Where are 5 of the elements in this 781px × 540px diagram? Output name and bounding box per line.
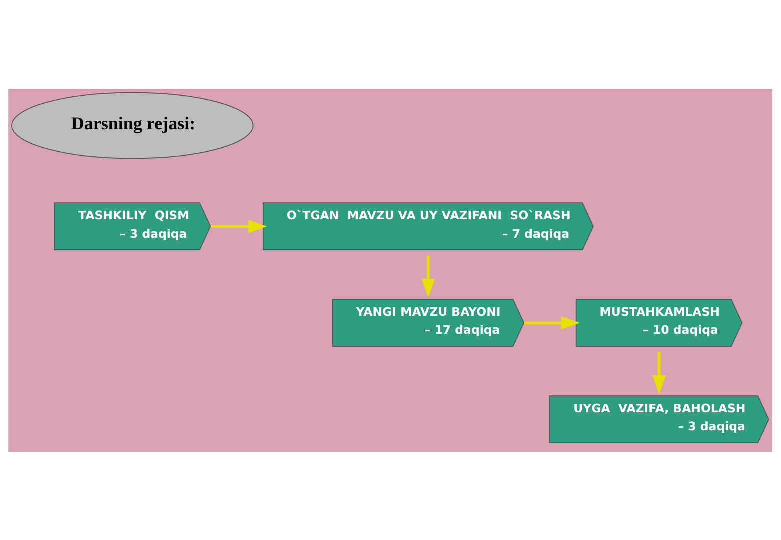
arrow: [524, 316, 580, 330]
arrow: [210, 219, 268, 233]
arrow: [422, 255, 436, 298]
arrow: [652, 352, 666, 394]
node-ellipse: Darsning rejasi:: [12, 92, 254, 159]
